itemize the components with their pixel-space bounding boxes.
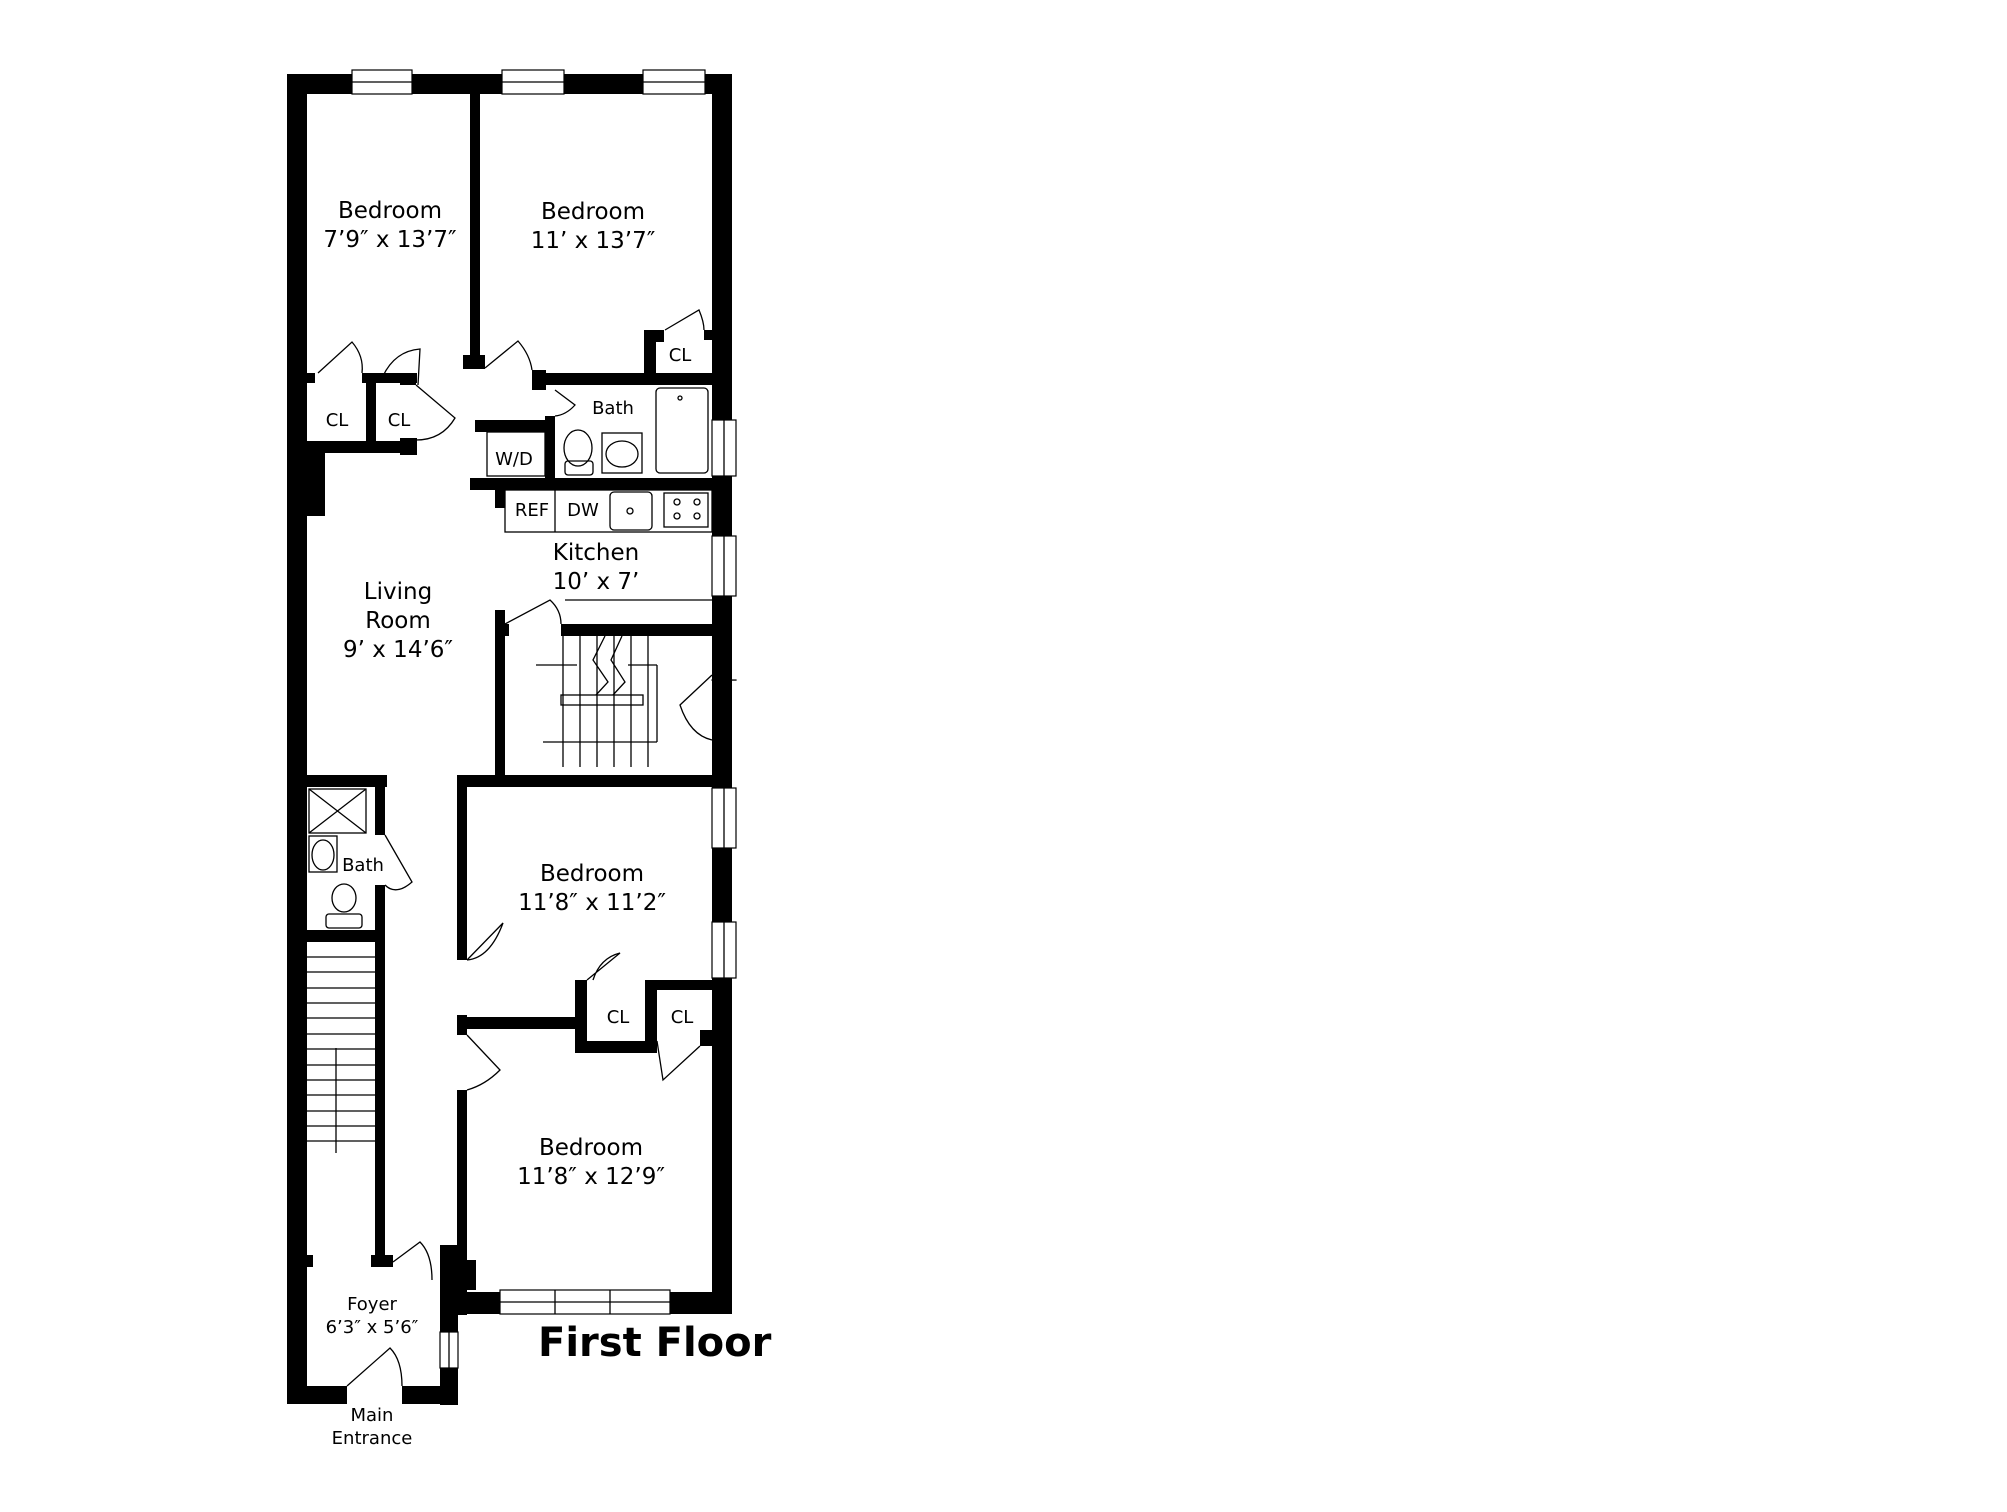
room-name-line2: Room <box>365 607 431 634</box>
room-label-bedroom-nw: Bedroom 7’9″ x 13’7″ <box>323 197 456 255</box>
entrance-line1: Main <box>350 1405 394 1426</box>
room-name: Living <box>363 579 433 605</box>
room-size: 11’8″ x 11’2″ <box>518 889 666 916</box>
room-name: Foyer <box>347 1294 397 1315</box>
room-size: 11’ x 13’7″ <box>530 227 656 254</box>
floor-title: First Floor <box>538 1320 772 1366</box>
closet-label: CL <box>325 410 349 431</box>
room-size: 9’ x 14’6″ <box>343 636 453 663</box>
room-size: 11’8″ x 12’9″ <box>517 1163 665 1190</box>
windows <box>351 69 737 1369</box>
stairs-mid <box>536 635 658 767</box>
room-label-kitchen: Kitchen 10’ x 7’ <box>553 539 640 597</box>
closet-label: CL <box>606 1007 630 1028</box>
label-wd: W/D <box>495 449 533 470</box>
fixtures <box>307 387 713 1153</box>
doors <box>317 309 713 1387</box>
room-label-foyer: Foyer 6’3″ x 5’6″ <box>326 1294 419 1339</box>
closet-label: CL <box>670 1007 694 1028</box>
room-name: Bedroom <box>539 861 645 887</box>
closet-label: CL <box>668 345 692 366</box>
label-main-entrance: Main Entrance <box>332 1405 413 1450</box>
room-label-bedroom-mid: Bedroom 11’8″ x 11’2″ <box>518 860 666 918</box>
room-name: Kitchen <box>552 540 640 566</box>
room-label-living: Living Room 9’ x 14’6″ <box>343 578 453 664</box>
stairs-lower <box>307 956 375 1153</box>
room-label-bedroom-ne: Bedroom 11’ x 13’7″ <box>531 198 656 256</box>
label-dw: DW <box>567 500 599 521</box>
entrance-line2: Entrance <box>331 1427 413 1449</box>
label-ref: REF <box>514 500 550 521</box>
room-name: Bedroom <box>538 1135 644 1161</box>
room-label-bath-upper: Bath <box>592 398 634 419</box>
room-size: 6’3″ x 5’6″ <box>325 1316 419 1338</box>
interior-walls <box>307 94 712 1290</box>
room-label-bath-lower: Bath <box>342 855 384 876</box>
room-name: Bedroom <box>540 199 646 225</box>
room-size: 10’ x 7’ <box>552 568 640 595</box>
room-size: 7’9″ x 13’7″ <box>323 226 457 253</box>
room-label-bedroom-se: Bedroom 11’8″ x 12’9″ <box>517 1134 665 1192</box>
closet-label: CL <box>387 410 411 431</box>
outer-walls <box>287 74 732 1405</box>
room-name: Bedroom <box>337 198 443 224</box>
